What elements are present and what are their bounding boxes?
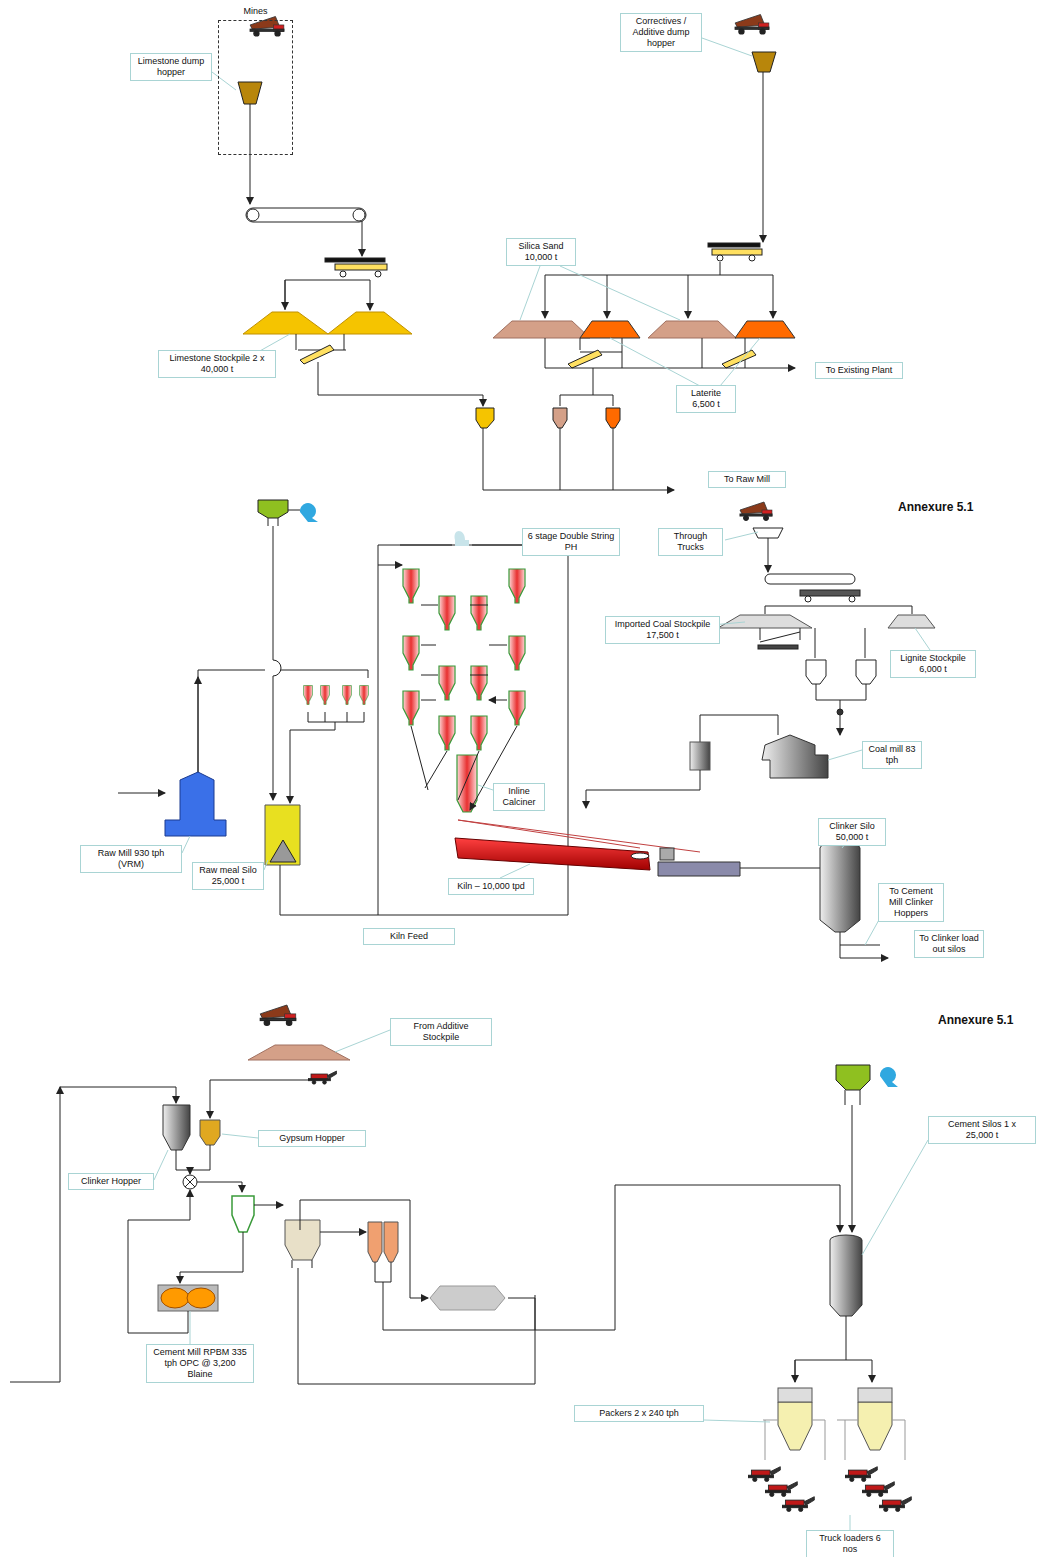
callout-box: Raw meal Silo 25,000 t — [192, 862, 264, 890]
callout-text: From Additive Stockpile — [395, 1021, 487, 1043]
callout-box: 6 stage Double String PH — [522, 528, 620, 556]
callout-box: Limestone Stockpile 2 x 40,000 t — [158, 350, 276, 378]
callout-text: Correctives / Additive dump hopper — [625, 16, 697, 49]
area-frame: Mines — [218, 20, 293, 155]
callout-text: Mines — [219, 6, 292, 17]
callout-text: Clinker Silo 50,000 t — [823, 821, 881, 843]
callout-text: To Raw Mill — [713, 474, 781, 485]
callout-text: Packers 2 x 240 tph — [579, 1408, 699, 1419]
annexure-label: Annexure 5.1 — [898, 500, 973, 514]
callout-text: Silica Sand 10,000 t — [511, 241, 571, 263]
callout-text: Laterite 6,500 t — [681, 388, 731, 410]
callout-box: Cement Mill RPBM 335 tph OPC @ 3,200 Bla… — [146, 1344, 254, 1383]
callout-text: Clinker Hopper — [73, 1176, 149, 1187]
callout-text: Inline Calciner — [498, 786, 540, 808]
annexure-label: Annexure 5.1 — [938, 1013, 1013, 1027]
callout-box: Packers 2 x 240 tph — [574, 1405, 704, 1422]
callout-text: To Cement Mill Clinker Hoppers — [883, 886, 939, 919]
callout-box: Clinker Hopper — [68, 1173, 154, 1190]
callout-text: Coal mill 83 tph — [867, 744, 917, 766]
callout-box: To Raw Mill — [708, 471, 786, 488]
callout-text: Lignite Stockpile 6,000 t — [895, 653, 971, 675]
callout-box: Correctives / Additive dump hopper — [620, 13, 702, 52]
callout-box: From Additive Stockpile — [390, 1018, 492, 1046]
callout-text: Kiln Feed — [368, 931, 450, 942]
callout-box: Gypsum Hopper — [258, 1130, 366, 1147]
callout-box: Lignite Stockpile 6,000 t — [890, 650, 976, 678]
callout-text: To Clinker load out silos — [919, 933, 979, 955]
callout-box: Imported Coal Stockpile 17,500 t — [605, 616, 720, 644]
callout-text: Gypsum Hopper — [263, 1133, 361, 1144]
callout-box: Coal mill 83 tph — [862, 741, 922, 769]
callout-text: Cement Silos 1 x 25,000 t — [933, 1119, 1031, 1141]
callout-box: Laterite 6,500 t — [676, 385, 736, 413]
callout-text: Through Trucks — [663, 531, 718, 553]
callout-box: Cement Silos 1 x 25,000 t — [928, 1116, 1036, 1144]
callout-text: Truck loaders 6 nos — [811, 1533, 889, 1555]
callout-box: Kiln Feed — [363, 928, 455, 945]
callout-box: Through Trucks — [658, 528, 723, 556]
callout-text: Limestone dump hopper — [135, 56, 207, 78]
callout-text: Kiln – 10,000 tpd — [453, 881, 529, 892]
callout-box: Kiln – 10,000 tpd — [448, 878, 534, 895]
callout-box: To Clinker load out silos — [914, 930, 984, 958]
callout-box: Limestone dump hopper — [130, 53, 212, 81]
callout-box: To Existing Plant — [815, 362, 903, 379]
callout-box: Truck loaders 6 nos — [806, 1530, 894, 1557]
callout-text: Imported Coal Stockpile 17,500 t — [610, 619, 715, 641]
callout-text: Raw Mill 930 tph (VRM) — [85, 848, 177, 870]
callout-text: Cement Mill RPBM 335 tph OPC @ 3,200 Bla… — [151, 1347, 249, 1380]
callout-box: Raw Mill 930 tph (VRM) — [80, 845, 182, 873]
callout-text: Limestone Stockpile 2 x 40,000 t — [163, 353, 271, 375]
callout-box: To Cement Mill Clinker Hoppers — [878, 883, 944, 922]
callout-box: Clinker Silo 50,000 t — [818, 818, 886, 846]
callout-box: Inline Calciner — [493, 783, 545, 811]
callout-text: To Existing Plant — [820, 365, 898, 376]
callout-text: Raw meal Silo 25,000 t — [197, 865, 259, 887]
callout-box: Silica Sand 10,000 t — [506, 238, 576, 266]
callout-text: 6 stage Double String PH — [527, 531, 615, 553]
